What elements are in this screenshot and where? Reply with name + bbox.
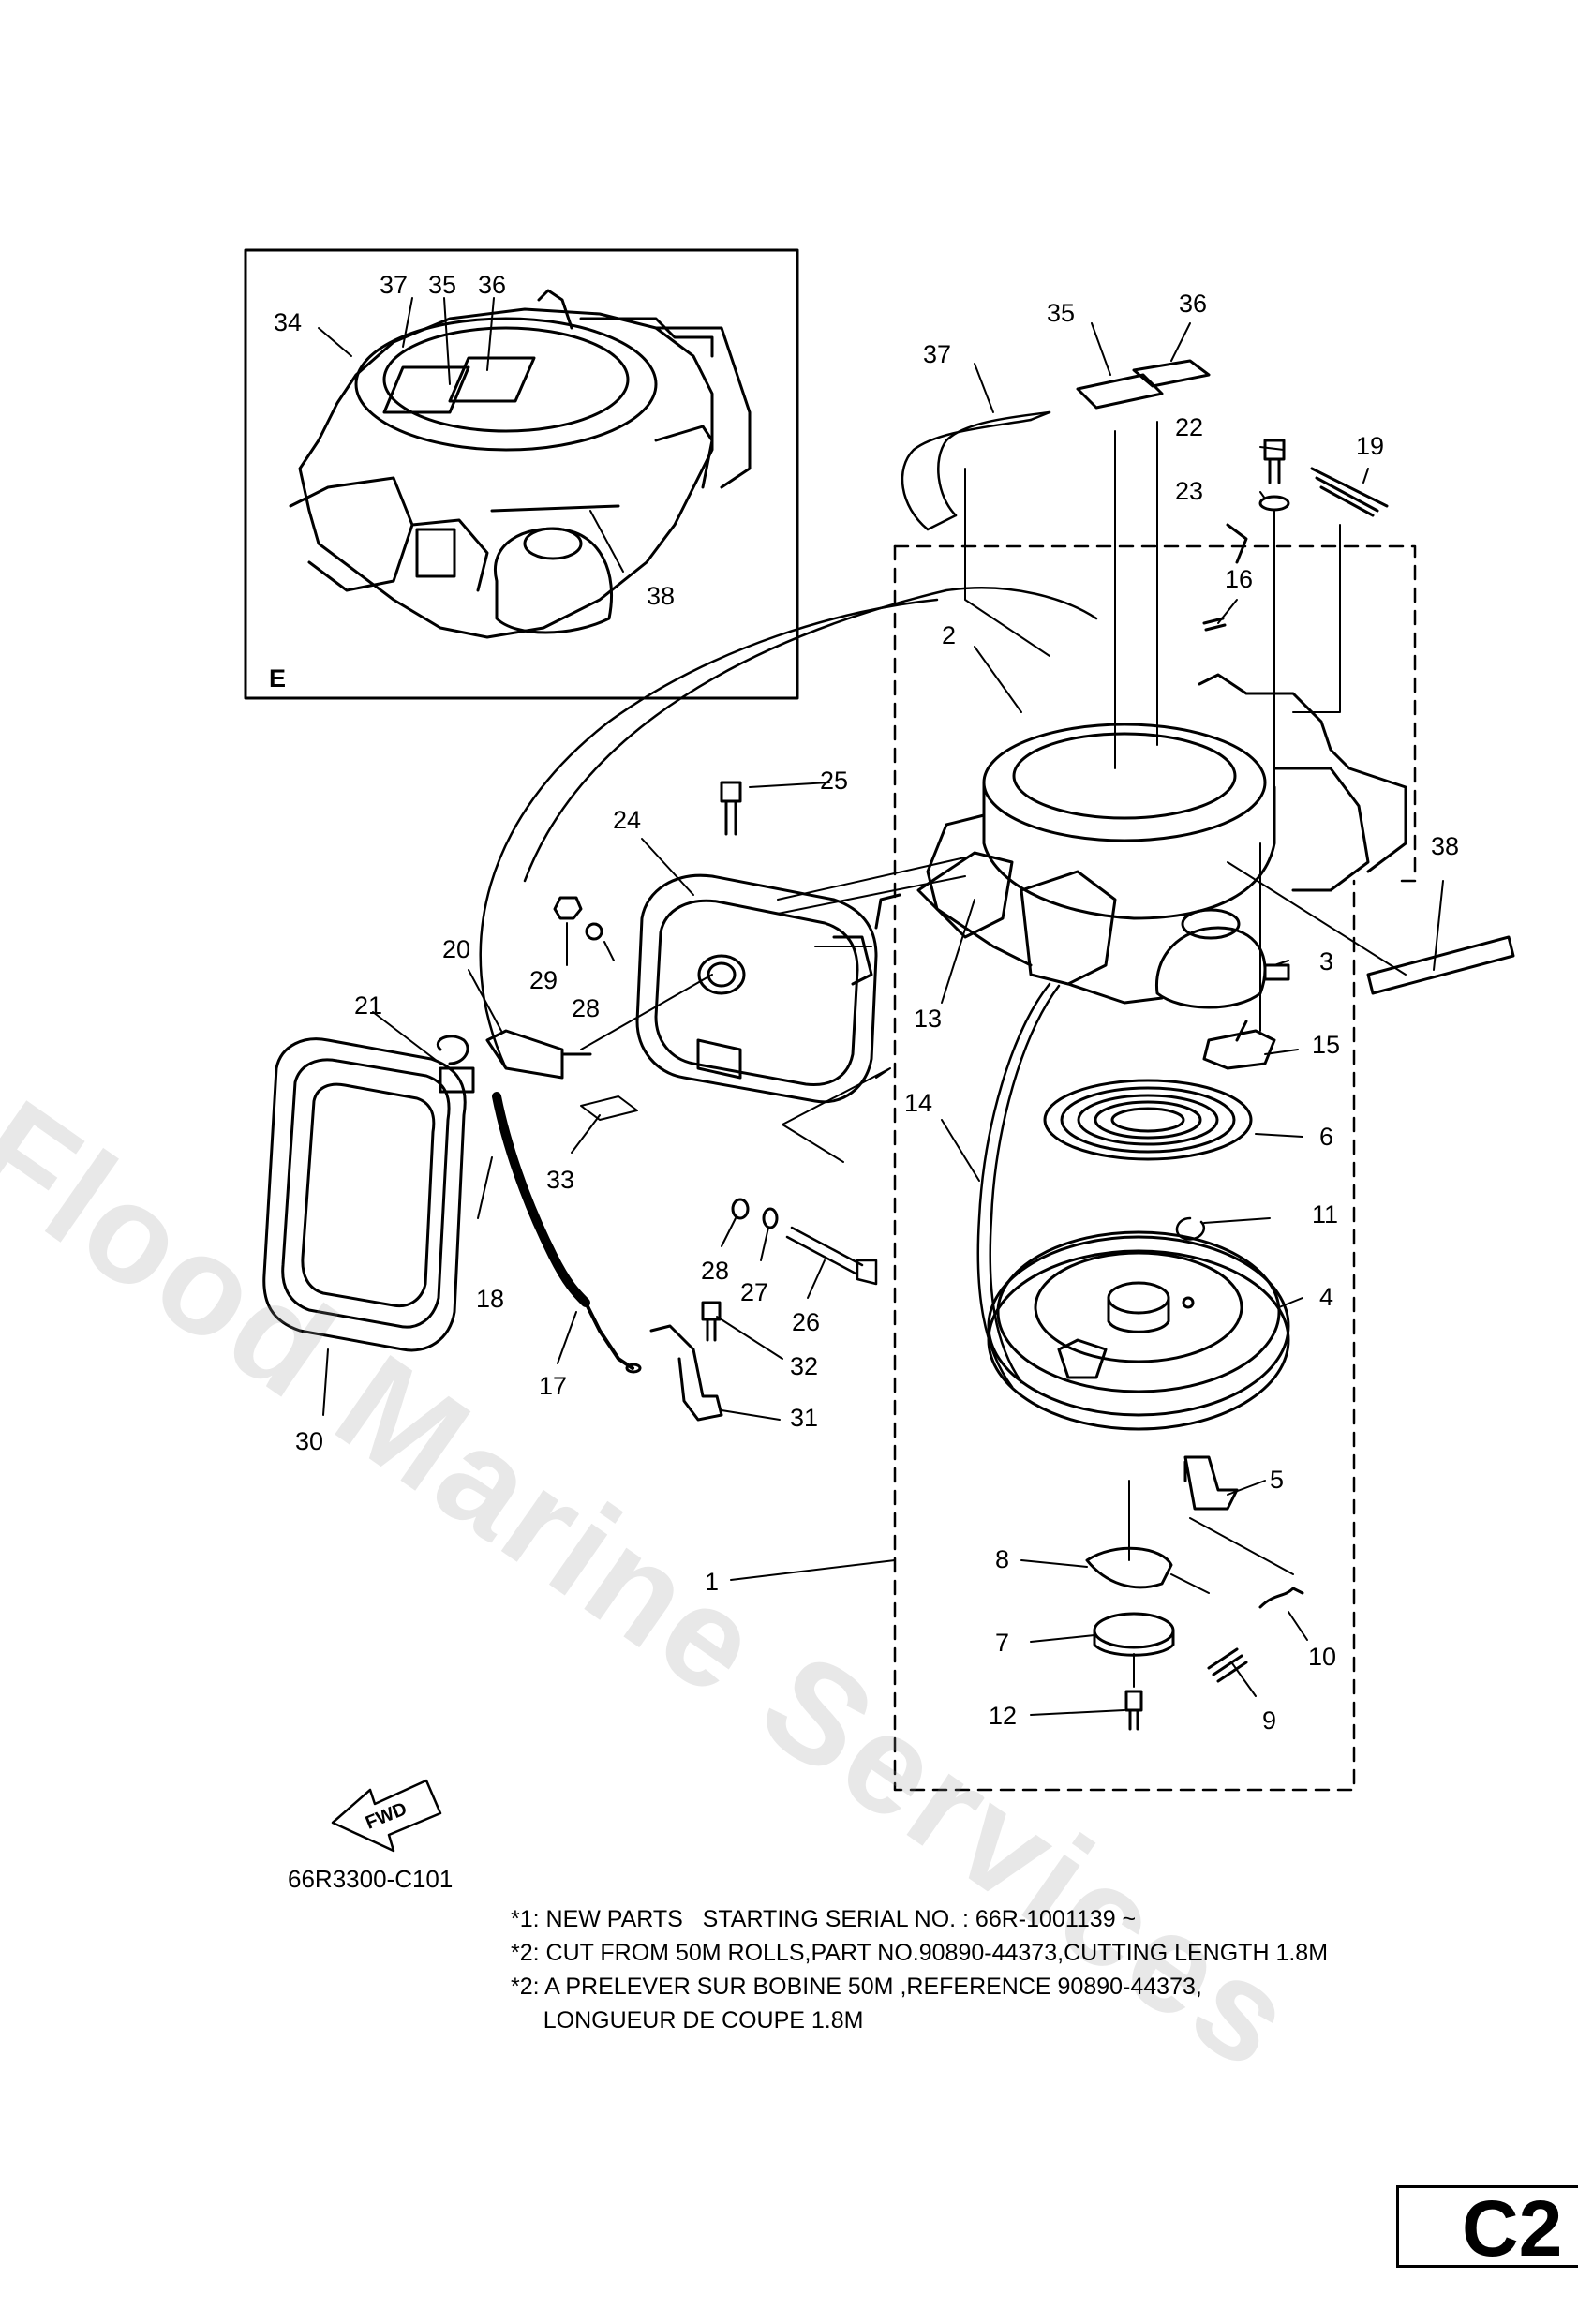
- callout-28-lower: 28: [701, 1257, 729, 1285]
- callout-18: 18: [476, 1285, 504, 1313]
- callout-2: 2: [942, 621, 956, 649]
- callout-11: 11: [1312, 1200, 1338, 1229]
- callout-32: 32: [790, 1352, 818, 1380]
- starter-housing: [916, 523, 1407, 1009]
- callout-35: 35: [1047, 299, 1075, 327]
- callout-38-inset: 38: [647, 582, 675, 610]
- note-line: *1: NEW PARTS STARTING SERIAL NO. : 66R-…: [511, 1906, 1137, 1932]
- callout-6: 6: [1319, 1123, 1333, 1151]
- callout-8: 8: [995, 1545, 1009, 1573]
- callout-37-inset: 37: [380, 271, 408, 299]
- callout-27: 27: [740, 1278, 768, 1306]
- callout-33: 33: [546, 1166, 574, 1194]
- note-line: LONGUEUR DE COUPE 1.8M: [511, 2007, 864, 2034]
- callout-34: 34: [274, 308, 302, 336]
- pulley: [987, 1230, 1290, 1431]
- callout-7: 7: [995, 1629, 1009, 1657]
- notes: *1: NEW PARTS STARTING SERIAL NO. : 66R-…: [511, 1902, 1328, 2037]
- inset-label: E: [269, 664, 286, 693]
- air-filter-case: [635, 873, 901, 1104]
- spiral-spring: [1043, 1079, 1253, 1161]
- callout-17: 17: [539, 1372, 567, 1400]
- page-code-box: [1396, 2185, 1578, 2268]
- diagram-reference-code: 66R3300-C101: [288, 1865, 454, 1893]
- callout-29: 29: [529, 966, 558, 994]
- callout-4: 4: [1319, 1283, 1333, 1311]
- callout-5: 5: [1270, 1466, 1284, 1494]
- note-line: *2: CUT FROM 50M ROLLS,PART NO.90890-443…: [511, 1940, 1329, 1966]
- callout-20: 20: [442, 935, 470, 963]
- callout-10: 10: [1308, 1643, 1336, 1671]
- callout-25: 25: [820, 767, 848, 795]
- callout-36: 36: [1179, 290, 1207, 318]
- callout-36-inset: 36: [478, 271, 506, 299]
- callout-38: 38: [1431, 832, 1459, 860]
- callout-19: 19: [1356, 432, 1384, 460]
- page-code: C2: [1462, 2184, 1563, 2272]
- callout-21: 21: [354, 991, 382, 1020]
- air-filter-element: [262, 1037, 467, 1352]
- callout-23: 23: [1175, 477, 1203, 505]
- callout-3: 3: [1319, 947, 1333, 976]
- callout-1: 1: [705, 1568, 719, 1596]
- callout-22: 22: [1175, 413, 1203, 441]
- callout-15: 15: [1312, 1031, 1340, 1059]
- callout-13: 13: [914, 1005, 942, 1033]
- note-line: *2: A PRELEVER SUR BOBINE 50M ,REFERENCE…: [511, 1974, 1202, 2000]
- callout-28-upper: 28: [572, 994, 600, 1022]
- fwd-arrow-icon: [331, 1779, 442, 1853]
- inset-view: [244, 248, 799, 700]
- callout-31: 31: [790, 1404, 818, 1432]
- callout-14: 14: [904, 1089, 932, 1117]
- callout-9: 9: [1262, 1706, 1276, 1735]
- callout-26: 26: [792, 1308, 820, 1336]
- callout-24: 24: [613, 806, 641, 834]
- callout-labels: 1 2 3 4 5 6 7 8 9 10 11 12 13 14 15 16 1…: [269, 271, 1459, 1834]
- callout-16: 16: [1225, 565, 1253, 593]
- callout-35-inset: 35: [428, 271, 456, 299]
- callout-30: 30: [295, 1427, 323, 1455]
- callout-37: 37: [923, 340, 951, 368]
- callout-12: 12: [989, 1702, 1017, 1730]
